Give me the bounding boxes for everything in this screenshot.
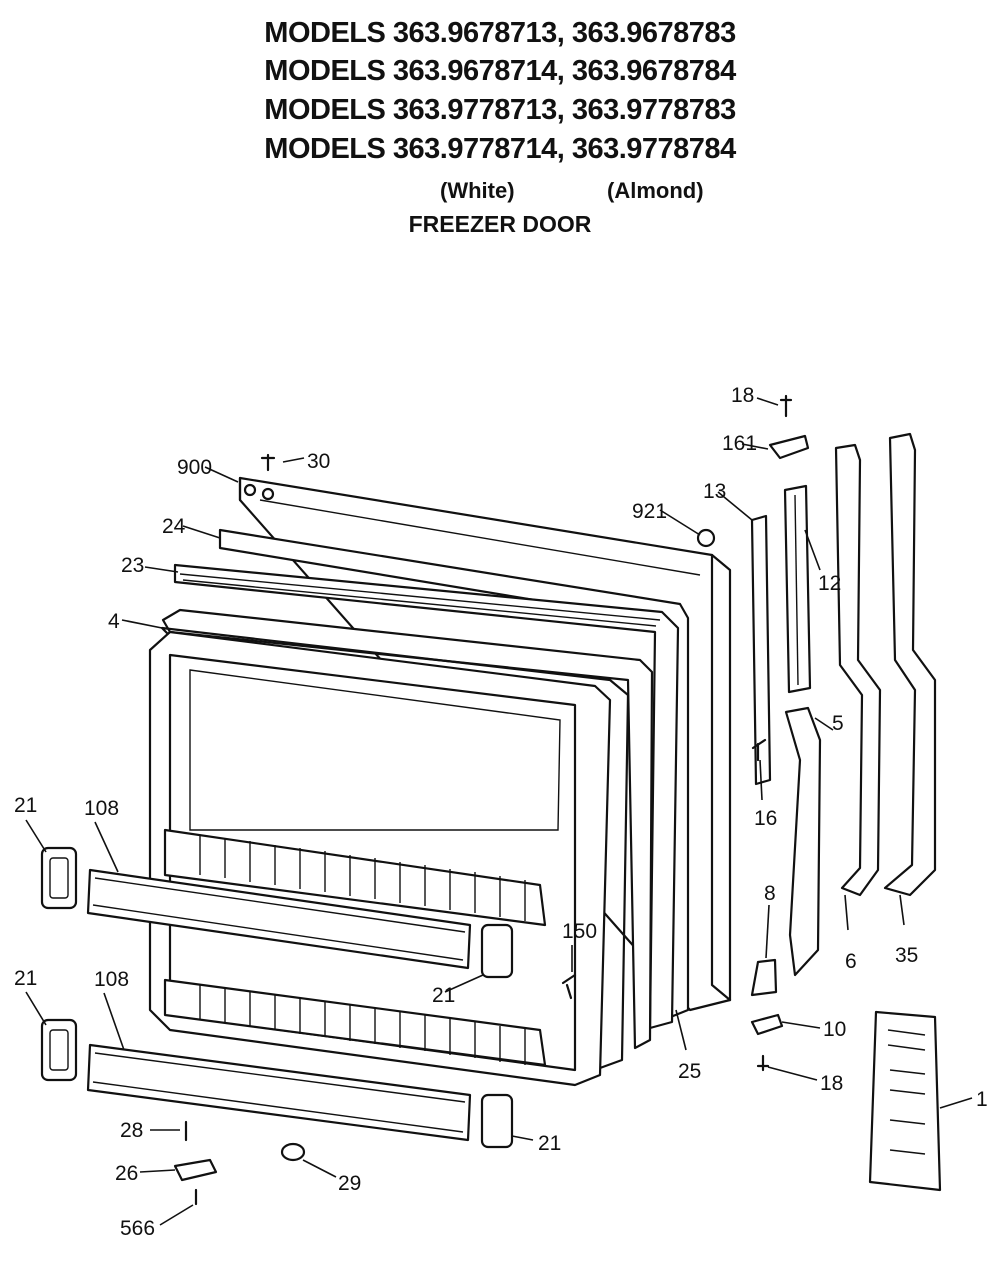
- callout-24: 24: [162, 515, 186, 538]
- screw-150: [561, 973, 577, 1000]
- door-shelf-108-upper: [86, 868, 472, 970]
- color-label-almond: (Almond): [607, 178, 704, 203]
- callout-161: 161: [722, 432, 757, 455]
- callout-8: 8: [764, 882, 776, 905]
- callout-23: 23: [121, 554, 144, 577]
- model-line-1: MODELS 363.9678713, 363.9678783: [264, 17, 736, 49]
- callout-900: 900: [177, 456, 212, 479]
- callout-108-bottom: 108: [94, 968, 129, 991]
- misc-hardware: [173, 453, 577, 1206]
- callout-150: 150: [562, 920, 597, 943]
- callout-13: 13: [703, 480, 726, 503]
- callout-29: 29: [338, 1172, 361, 1195]
- model-line-3: MODELS 363.9778713, 363.9778783: [264, 94, 736, 126]
- callout-108-top: 108: [84, 797, 119, 820]
- bracket-26: [173, 1158, 218, 1182]
- callout-18-top: 18: [731, 384, 754, 407]
- plug-29: [280, 1142, 306, 1162]
- callout-5: 5: [832, 712, 844, 735]
- instruction-booklet: [868, 1010, 942, 1192]
- callout-566: 566: [120, 1217, 155, 1240]
- plug-button-921: [696, 528, 716, 548]
- color-label-white: (White): [440, 178, 515, 203]
- callout-6: 6: [845, 950, 857, 973]
- callout-921: 921: [632, 500, 667, 523]
- callout-16: 16: [754, 807, 777, 830]
- callout-21-mid: 21: [432, 984, 455, 1007]
- door-shelf-108-lower: [86, 1043, 472, 1142]
- callout-21-left-bottom: 21: [14, 967, 37, 990]
- callout-21-left-top: 21: [14, 794, 37, 817]
- callout-12: 12: [818, 572, 841, 595]
- model-line-2: MODELS 363.9678714, 363.9678784: [264, 55, 736, 87]
- callout-30: 30: [307, 450, 330, 473]
- screw-30: [260, 453, 276, 472]
- diagram-subtitle: FREEZER DOOR: [408, 211, 592, 237]
- callout-10: 10: [823, 1018, 846, 1041]
- callout-1: 1: [976, 1088, 988, 1111]
- leader-lines: [25, 397, 973, 1226]
- shelf-end-caps: [40, 846, 514, 1149]
- callout-labels: 18 161 13 12 921 900 30 24 23 4 5 16 8 6…: [14, 384, 988, 1240]
- callout-26: 26: [115, 1162, 138, 1185]
- callout-25: 25: [678, 1060, 701, 1083]
- callout-35: 35: [895, 944, 918, 967]
- callout-28: 28: [120, 1119, 143, 1142]
- door-gasket: [160, 528, 690, 1070]
- hinge-hardware: [750, 394, 937, 1072]
- callout-21-bottom: 21: [538, 1132, 561, 1155]
- model-line-4: MODELS 363.9778714, 363.9778784: [264, 133, 736, 165]
- callout-4: 4: [108, 610, 120, 633]
- inner-door-liner: [148, 630, 612, 1087]
- callout-18-bottom: 18: [820, 1072, 843, 1095]
